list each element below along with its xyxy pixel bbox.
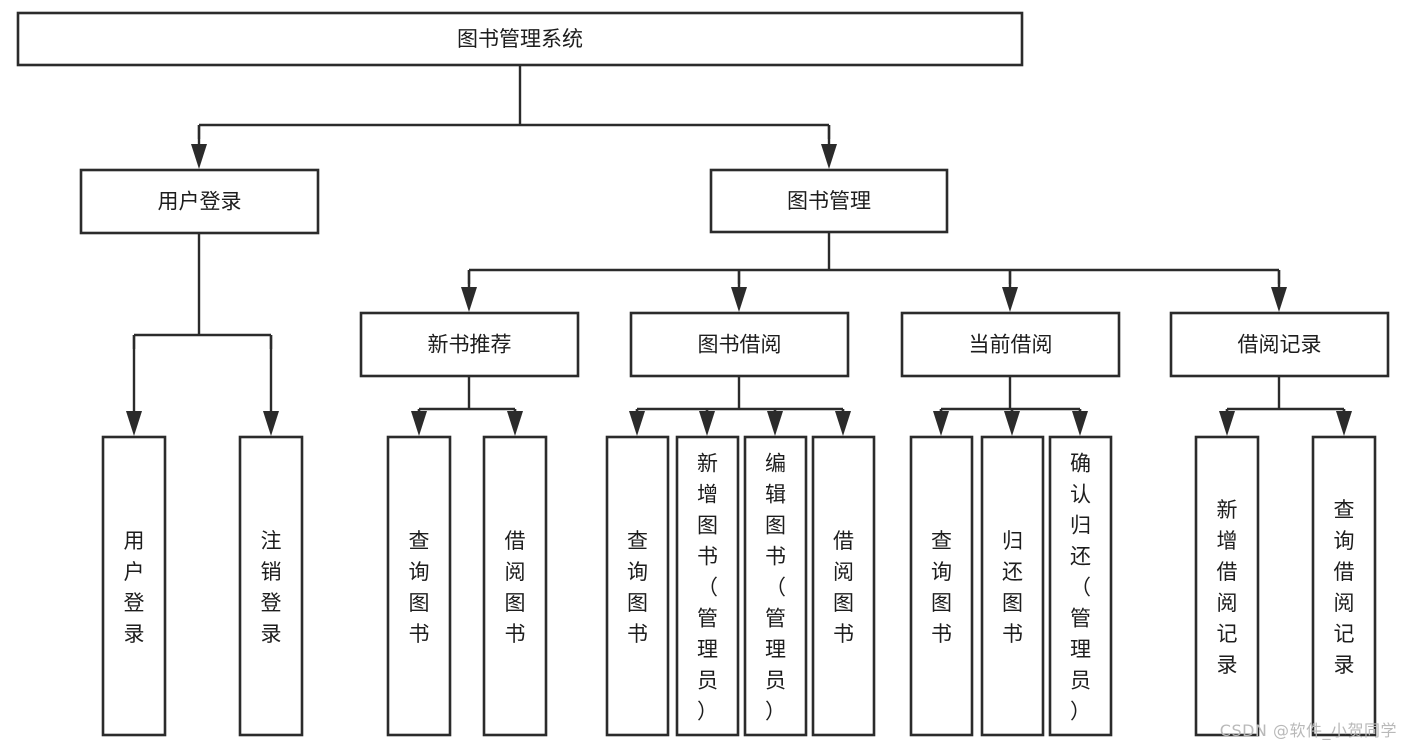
level3-node-label: 当前借阅: [969, 333, 1053, 357]
leaf-node-box[interactable]: [743, 435, 808, 737]
arrow-17-icon: [1072, 409, 1088, 436]
level3-node-3[interactable]: 当前借阅: [900, 311, 1121, 378]
level3-node-box[interactable]: [900, 311, 1121, 378]
level3-node-label: 图书借阅: [698, 333, 782, 357]
leaf-node-box[interactable]: [1311, 435, 1377, 737]
arrow-18-icon: [1219, 409, 1235, 436]
leaf-node-label: 新增借阅记录: [1217, 498, 1238, 677]
level2-node-label: 用户登录: [158, 190, 242, 214]
leaf-node-label: 编辑图书（管理员）: [765, 452, 786, 724]
leaf-node-4[interactable]: 借阅图书: [482, 435, 548, 737]
node-layer: 图书管理系统用户登录图书管理新书推荐图书借阅当前借阅借阅记录用户登录注销登录查询…: [16, 11, 1390, 737]
leaf-node-label: 查询图书: [931, 529, 952, 646]
leaf-node-label: 用户登录: [124, 529, 145, 646]
leaf-node-label: 确认归还（管理员）: [1070, 452, 1091, 724]
level3-node-label: 借阅记录: [1238, 333, 1322, 357]
arrow-9-icon: [411, 409, 427, 436]
leaf-node-8[interactable]: 借阅图书: [811, 435, 876, 737]
level3-node-box[interactable]: [359, 311, 580, 378]
leaf-node-3[interactable]: 查询图书: [386, 435, 452, 737]
arrow-7-icon: [126, 335, 142, 436]
level3-node-label: 新书推荐: [428, 333, 512, 357]
leaf-node-box[interactable]: [909, 435, 974, 737]
level2-node-2[interactable]: 图书管理: [709, 168, 949, 234]
leaf-node-5[interactable]: 查询图书: [605, 435, 670, 737]
level2-node-box[interactable]: [709, 168, 949, 234]
leaf-node-6[interactable]: 新增图书（管理员）: [675, 435, 740, 737]
edge-layer: [126, 65, 1352, 436]
arrow-11-icon: [629, 409, 645, 436]
leaf-node-1[interactable]: 用户登录: [101, 435, 167, 737]
leaf-node-11[interactable]: 确认归还（管理员）: [1048, 435, 1113, 737]
arrow-6-icon: [1271, 270, 1287, 312]
leaf-node-box[interactable]: [980, 435, 1045, 737]
arrow-5-icon: [1002, 270, 1018, 312]
leaf-node-label: 查询图书: [409, 529, 430, 646]
leaf-node-label: 归还图书: [1002, 529, 1023, 646]
connector-bus-3: [134, 233, 271, 337]
arrow-10-icon: [507, 409, 523, 436]
leaf-node-box[interactable]: [482, 435, 548, 737]
leaf-node-box[interactable]: [386, 435, 452, 737]
arrow-12-icon: [699, 409, 715, 436]
level3-node-1[interactable]: 新书推荐: [359, 311, 580, 378]
arrow-13-icon: [767, 409, 783, 436]
arrow-16-icon: [1004, 409, 1020, 436]
level3-node-2[interactable]: 图书借阅: [629, 311, 850, 378]
connector-bus-7: [1227, 376, 1344, 411]
arrow-2-icon: [821, 125, 837, 169]
leaf-node-label: 借阅图书: [505, 529, 526, 646]
arrow-4-icon: [731, 270, 747, 312]
level3-node-4[interactable]: 借阅记录: [1169, 311, 1390, 378]
level2-node-box[interactable]: [79, 168, 320, 235]
leaf-node-box[interactable]: [101, 435, 167, 737]
connector-bus-5: [637, 376, 843, 411]
root-node-box[interactable]: [16, 11, 1024, 67]
leaf-node-box[interactable]: [811, 435, 876, 737]
level2-node-1[interactable]: 用户登录: [79, 168, 320, 235]
arrow-15-icon: [933, 409, 949, 436]
connector-bus-2: [469, 232, 1279, 272]
level2-node-label: 图书管理: [787, 189, 871, 213]
arrow-1-icon: [191, 125, 207, 169]
leaf-node-13[interactable]: 查询借阅记录: [1311, 435, 1377, 737]
leaf-node-box[interactable]: [1048, 435, 1113, 737]
level3-node-box[interactable]: [629, 311, 850, 378]
root-node-label: 图书管理系统: [457, 27, 583, 51]
arrow-14-icon: [835, 409, 851, 436]
leaf-node-9[interactable]: 查询图书: [909, 435, 974, 737]
connector-bus-6: [941, 376, 1080, 411]
leaf-node-7[interactable]: 编辑图书（管理员）: [743, 435, 808, 737]
leaf-node-label: 注销登录: [261, 529, 282, 646]
root-node-1[interactable]: 图书管理系统: [16, 11, 1024, 67]
leaf-node-label: 查询图书: [627, 529, 648, 646]
leaf-node-label: 借阅图书: [833, 529, 854, 646]
leaf-node-box[interactable]: [1194, 435, 1260, 737]
arrow-8-icon: [263, 335, 279, 436]
leaf-node-box[interactable]: [238, 435, 304, 737]
connector-bus-1: [199, 65, 829, 127]
level3-node-box[interactable]: [1169, 311, 1390, 378]
leaf-node-label: 查询借阅记录: [1334, 498, 1355, 677]
leaf-node-10[interactable]: 归还图书: [980, 435, 1045, 737]
arrow-19-icon: [1336, 409, 1352, 436]
watermark-text: CSDN @软件_小贺同学: [1219, 721, 1397, 740]
leaf-node-12[interactable]: 新增借阅记录: [1194, 435, 1260, 737]
leaf-node-box[interactable]: [675, 435, 740, 737]
leaf-node-2[interactable]: 注销登录: [238, 435, 304, 737]
leaf-node-label: 新增图书（管理员）: [697, 452, 718, 724]
leaf-node-box[interactable]: [605, 435, 670, 737]
arrow-3-icon: [461, 270, 477, 312]
connector-bus-4: [419, 376, 515, 411]
